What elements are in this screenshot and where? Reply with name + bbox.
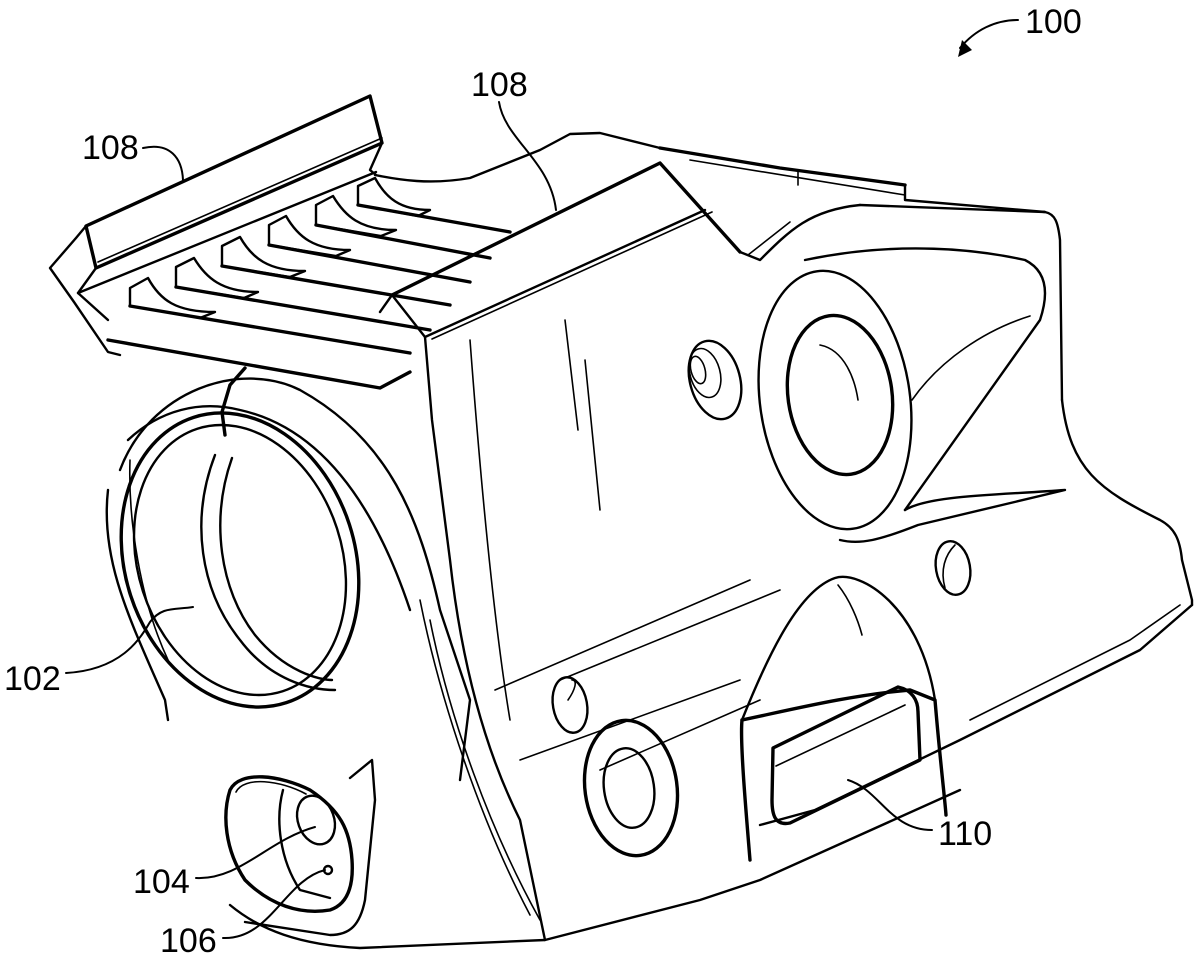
laser-emitter — [295, 794, 337, 846]
rail-slots — [128, 176, 512, 355]
label-switch: 110 — [938, 815, 992, 853]
label-indicator: 106 — [160, 922, 217, 960]
label-rail-right: 108 — [471, 66, 528, 104]
light-lens — [105, 366, 472, 782]
switch — [739, 575, 948, 862]
leader-laser-emitter — [195, 826, 316, 880]
arrowhead-device — [958, 40, 972, 57]
leader-indicator — [222, 869, 326, 940]
leader-switch — [847, 779, 933, 831]
leader-rail-left — [142, 145, 184, 181]
device-body — [228, 146, 1194, 950]
label-light-lens: 102 — [4, 660, 61, 698]
leader-light-lens — [65, 606, 194, 674]
hardware — [551, 247, 1067, 858]
rail-mount — [48, 94, 662, 390]
leader-rail-right — [498, 101, 557, 211]
label-laser-emitter: 104 — [133, 863, 190, 901]
laser-window — [224, 758, 377, 937]
label-device: 100 — [1025, 3, 1082, 41]
leader-device — [959, 19, 1019, 49]
label-rail-left: 108 — [82, 129, 139, 167]
reference-labels: 100 108 108 102 104 106 110 — [4, 3, 1082, 960]
